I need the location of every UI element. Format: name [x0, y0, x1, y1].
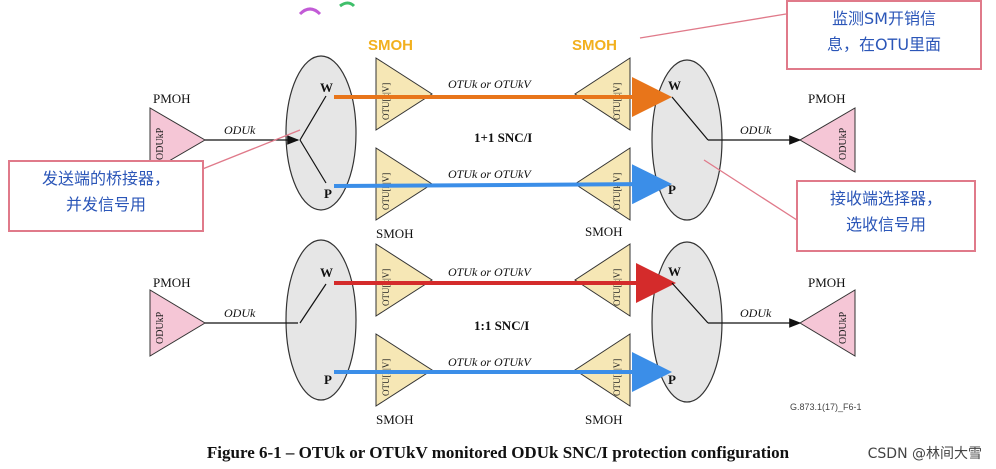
callout-monitor-sm: 监测SM开销信 息，在OTU里面: [786, 0, 982, 70]
callout-leader-selector: [703, 159, 801, 223]
otu-label: OTU[k|V]: [612, 173, 622, 210]
w-label: W: [320, 265, 333, 280]
callout-selector: 接收端选择器， 选收信号用: [796, 180, 976, 252]
otuk-or-otukv-label: OTUk or OTUkV: [448, 355, 532, 369]
w-label: W: [668, 78, 681, 93]
otu-label: OTU[k|V]: [381, 173, 391, 210]
bridge-line-w: [299, 95, 327, 141]
odukp-triangle-right-upper: [799, 107, 856, 173]
selector-line: [671, 96, 709, 141]
odukp-triangle-left-lower: [149, 289, 206, 357]
bridge-ellipse-lower: [285, 239, 357, 401]
p-label: P: [668, 372, 676, 387]
bridge-line-w: [299, 283, 327, 324]
smoh-label: SMOH: [376, 226, 414, 241]
callout-leader-monitor: [639, 13, 787, 39]
pmoh-label-left-lower: PMOH: [153, 275, 191, 290]
otu-label: OTU[k|V]: [381, 359, 391, 396]
watermark: CSDN @林间大雪: [867, 446, 982, 462]
otuk-or-otukv-label: OTUk or OTUkV: [448, 265, 532, 279]
otu-label: OTU[k|V]: [381, 269, 391, 306]
selector-ellipse-lower: [651, 241, 723, 403]
oduk-label: ODUk: [224, 306, 256, 320]
otuk-or-otukv-label: OTUk or OTUkV: [448, 167, 532, 181]
callout-line: 选收信号用: [845, 215, 926, 234]
odukp-label: ODUkP: [155, 311, 166, 344]
callout-line: 监测SM开销信: [832, 9, 936, 28]
odukp-label: ODUkP: [155, 127, 166, 160]
oduk-label: ODUk: [740, 306, 772, 320]
smoh-label-top-right: SMOH: [572, 37, 617, 54]
figure-caption: Figure 6-1 – OTUk or OTUkV monitored ODU…: [206, 443, 790, 462]
decor-squiggle: [298, 7, 322, 16]
otu-label: OTU[k|V]: [612, 359, 622, 396]
callout-line: 息，在OTU里面: [826, 35, 942, 54]
odukp-label: ODUkP: [838, 127, 849, 160]
otu-label: OTU[k|V]: [612, 83, 622, 120]
pmoh-label-right-upper: PMOH: [808, 91, 846, 106]
callout-line: 发送端的桥接器，: [41, 169, 170, 188]
pmoh-label-right-lower: PMOH: [808, 275, 846, 290]
otu-source-triangle: [375, 57, 433, 131]
p-label: P: [668, 182, 676, 197]
p-label: P: [324, 372, 332, 387]
pmoh-label-left-upper: PMOH: [153, 91, 191, 106]
smoh-label: SMOH: [376, 412, 414, 427]
otu-source-triangle: [375, 243, 433, 317]
w-label: W: [668, 264, 681, 279]
otu-label: OTU[k|V]: [381, 83, 391, 120]
bridge-ellipse-upper: [285, 55, 357, 211]
otu-sink-triangle: [574, 57, 631, 131]
bridge-line-p: [299, 139, 327, 184]
selector-line: [671, 282, 709, 324]
snc-11-label: 1+1 SNC/I: [474, 130, 532, 145]
callout-bridge: 发送端的桥接器， 并发信号用: [8, 160, 204, 232]
w-label: W: [320, 80, 333, 95]
protect-signal-arrow-upper: [333, 164, 672, 205]
smoh-label: SMOH: [585, 224, 623, 239]
smoh-label-top-left: SMOH: [368, 37, 413, 54]
callout-line: 接收端选择器，: [829, 189, 942, 208]
snc-1-1-label: 1:1 SNC/I: [474, 318, 529, 333]
figure-ref-id: G.873.1(17)_F6-1: [790, 402, 862, 412]
odukp-triangle-left-upper: [149, 107, 206, 173]
smoh-label: SMOH: [585, 412, 623, 427]
oduk-label: ODUk: [224, 123, 256, 137]
odukp-label: ODUkP: [838, 311, 849, 344]
oduk-label: ODUk: [740, 123, 772, 137]
otu-label: OTU[k|V]: [612, 269, 622, 306]
p-label: P: [324, 186, 332, 201]
otu-sink-triangle: [574, 243, 631, 317]
otuk-or-otukv-label: OTUk or OTUkV: [448, 77, 532, 91]
decor-squiggle: [339, 1, 356, 8]
odukp-triangle-right-lower: [799, 289, 856, 357]
callout-leader-bridge: [199, 129, 301, 171]
callout-line: 并发信号用: [65, 195, 146, 214]
